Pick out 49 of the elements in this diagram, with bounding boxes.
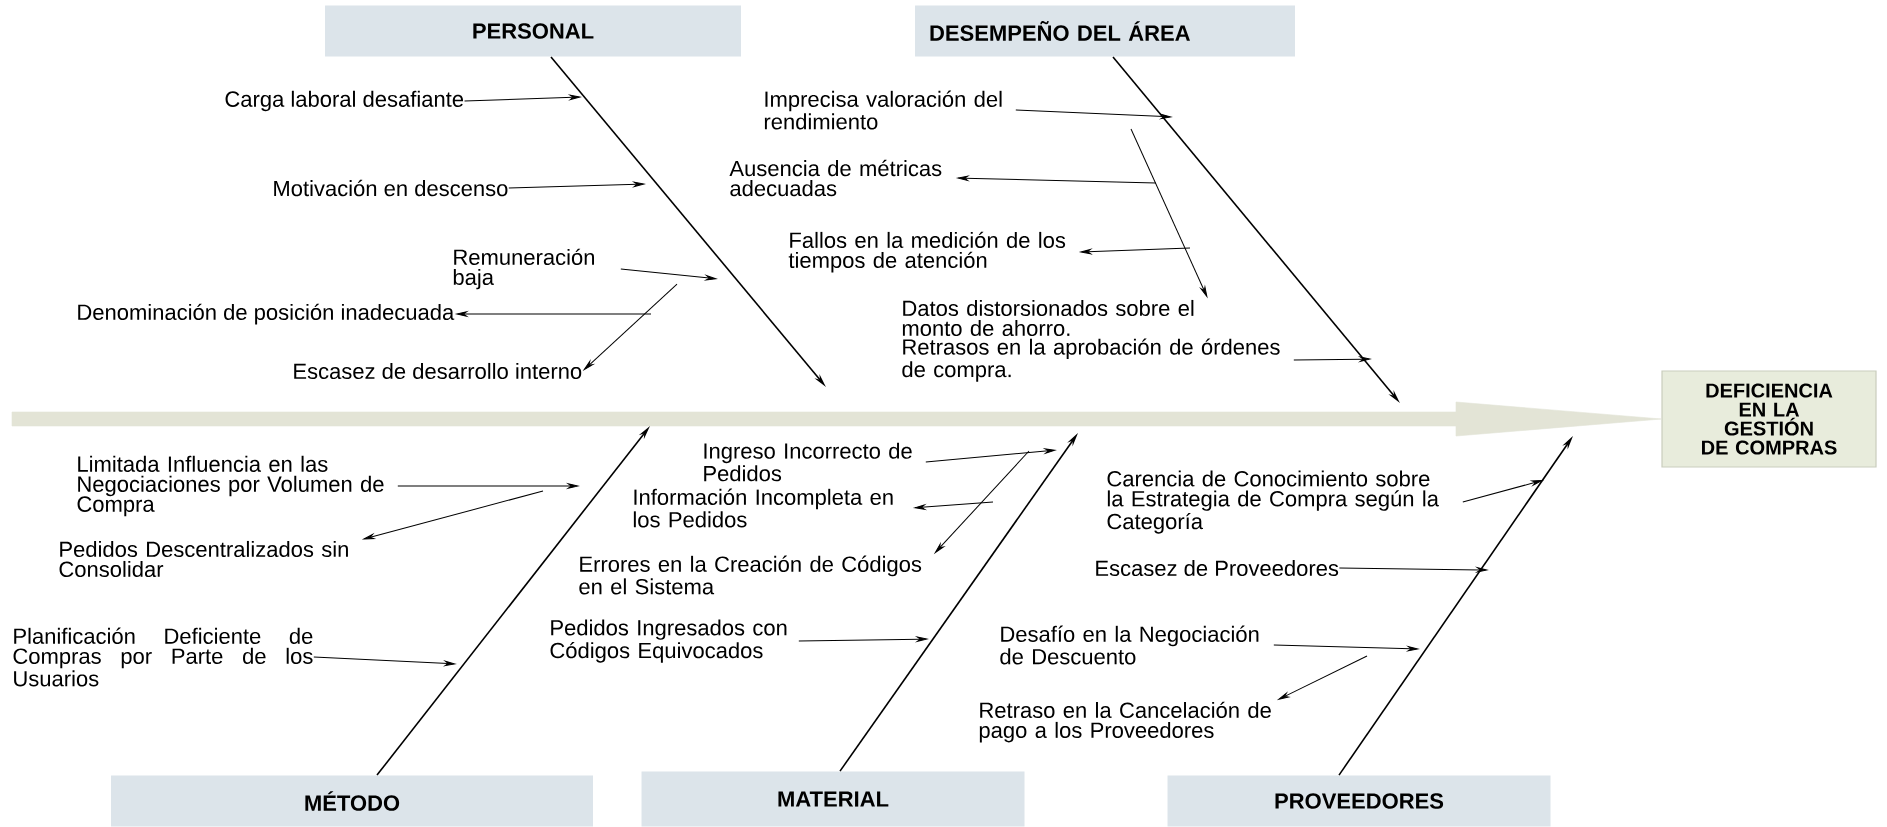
cause-label: Escasez de desarrollo interno <box>294 362 582 380</box>
arrow <box>925 448 1056 463</box>
category-box: DESEMPEÑO DEL ÁREA <box>915 5 1295 57</box>
cause-label: Pedidos Descentralizados sin Consolidar <box>59 540 348 578</box>
category-box: PROVEEDORES <box>1167 775 1551 827</box>
cause-label: Imprecisa valoración del rendimiento <box>764 90 1002 130</box>
cause-label: Escasez de Proveedores <box>1096 559 1339 577</box>
arrow <box>464 94 581 102</box>
cause-label: Datos distorsionados sobre el monto de ahorro. <box>902 299 1194 337</box>
arrow <box>1130 128 1208 297</box>
arrow <box>313 656 456 667</box>
arrow <box>1293 356 1371 362</box>
category-box: PERSONAL <box>325 5 741 57</box>
cause-label: Planificación Deficiente de Compras por Parte de los Usuarios <box>13 627 313 687</box>
cause-label: Desafío en la Negociación de Descuento <box>1000 625 1259 665</box>
cause-label: Remuneración baja <box>453 248 594 290</box>
cause-label: Pedidos Ingresados con Códigos Equivocados <box>550 619 787 663</box>
cause-label: Denominación de posición inadecuada <box>78 303 455 325</box>
arrow <box>456 311 652 317</box>
cause-label: Fallos en la medición de los tiempos de atención <box>788 231 1066 273</box>
arrow <box>1080 247 1191 255</box>
cause-label: Ausencia de métricas adecuadas <box>729 159 942 197</box>
arrow <box>934 450 1030 553</box>
arrow <box>508 181 645 189</box>
cause-label: Limitada Influencia en las Negociaciones por Volumen de Compra <box>77 455 384 517</box>
cause-label: Ingreso Incorrecto de Pedidos <box>704 442 912 482</box>
arrow <box>1338 567 1488 573</box>
cause-label: Carga laboral desafiante <box>225 90 464 112</box>
cause-label: Motivación en descenso <box>274 179 508 197</box>
cause-label: Errores en la Creación de Códigos en el Sistema <box>579 555 922 595</box>
arrow <box>1462 480 1543 503</box>
category-box: MATERIAL <box>641 771 1025 827</box>
arrow <box>1278 655 1368 700</box>
arrow <box>363 490 544 540</box>
cause-label: Carencia de Conocimiento sobre la Estrategia de Compra según la Categoría <box>1107 470 1439 534</box>
arrow <box>583 283 678 370</box>
arrow <box>620 268 717 281</box>
arrow <box>1273 644 1419 652</box>
arrow <box>1015 109 1172 120</box>
cause-label: Información Incompleta en los Pedidos <box>633 488 893 528</box>
cause-label: Retraso en la Cancelación de pago a los Proveedores <box>979 701 1271 743</box>
arrow <box>397 483 579 489</box>
effect-box: DEFICIENCIA EN LA GESTIÓN DE COMPRAS <box>1661 370 1877 468</box>
cause-label: Retrasos en la aprobación de órdenes de compra. <box>902 338 1280 382</box>
arrow <box>914 501 994 510</box>
category-box: MÉTODO <box>111 775 593 827</box>
spine-arrow <box>11 401 1662 437</box>
arrow <box>957 175 1157 184</box>
arrow <box>798 636 928 642</box>
